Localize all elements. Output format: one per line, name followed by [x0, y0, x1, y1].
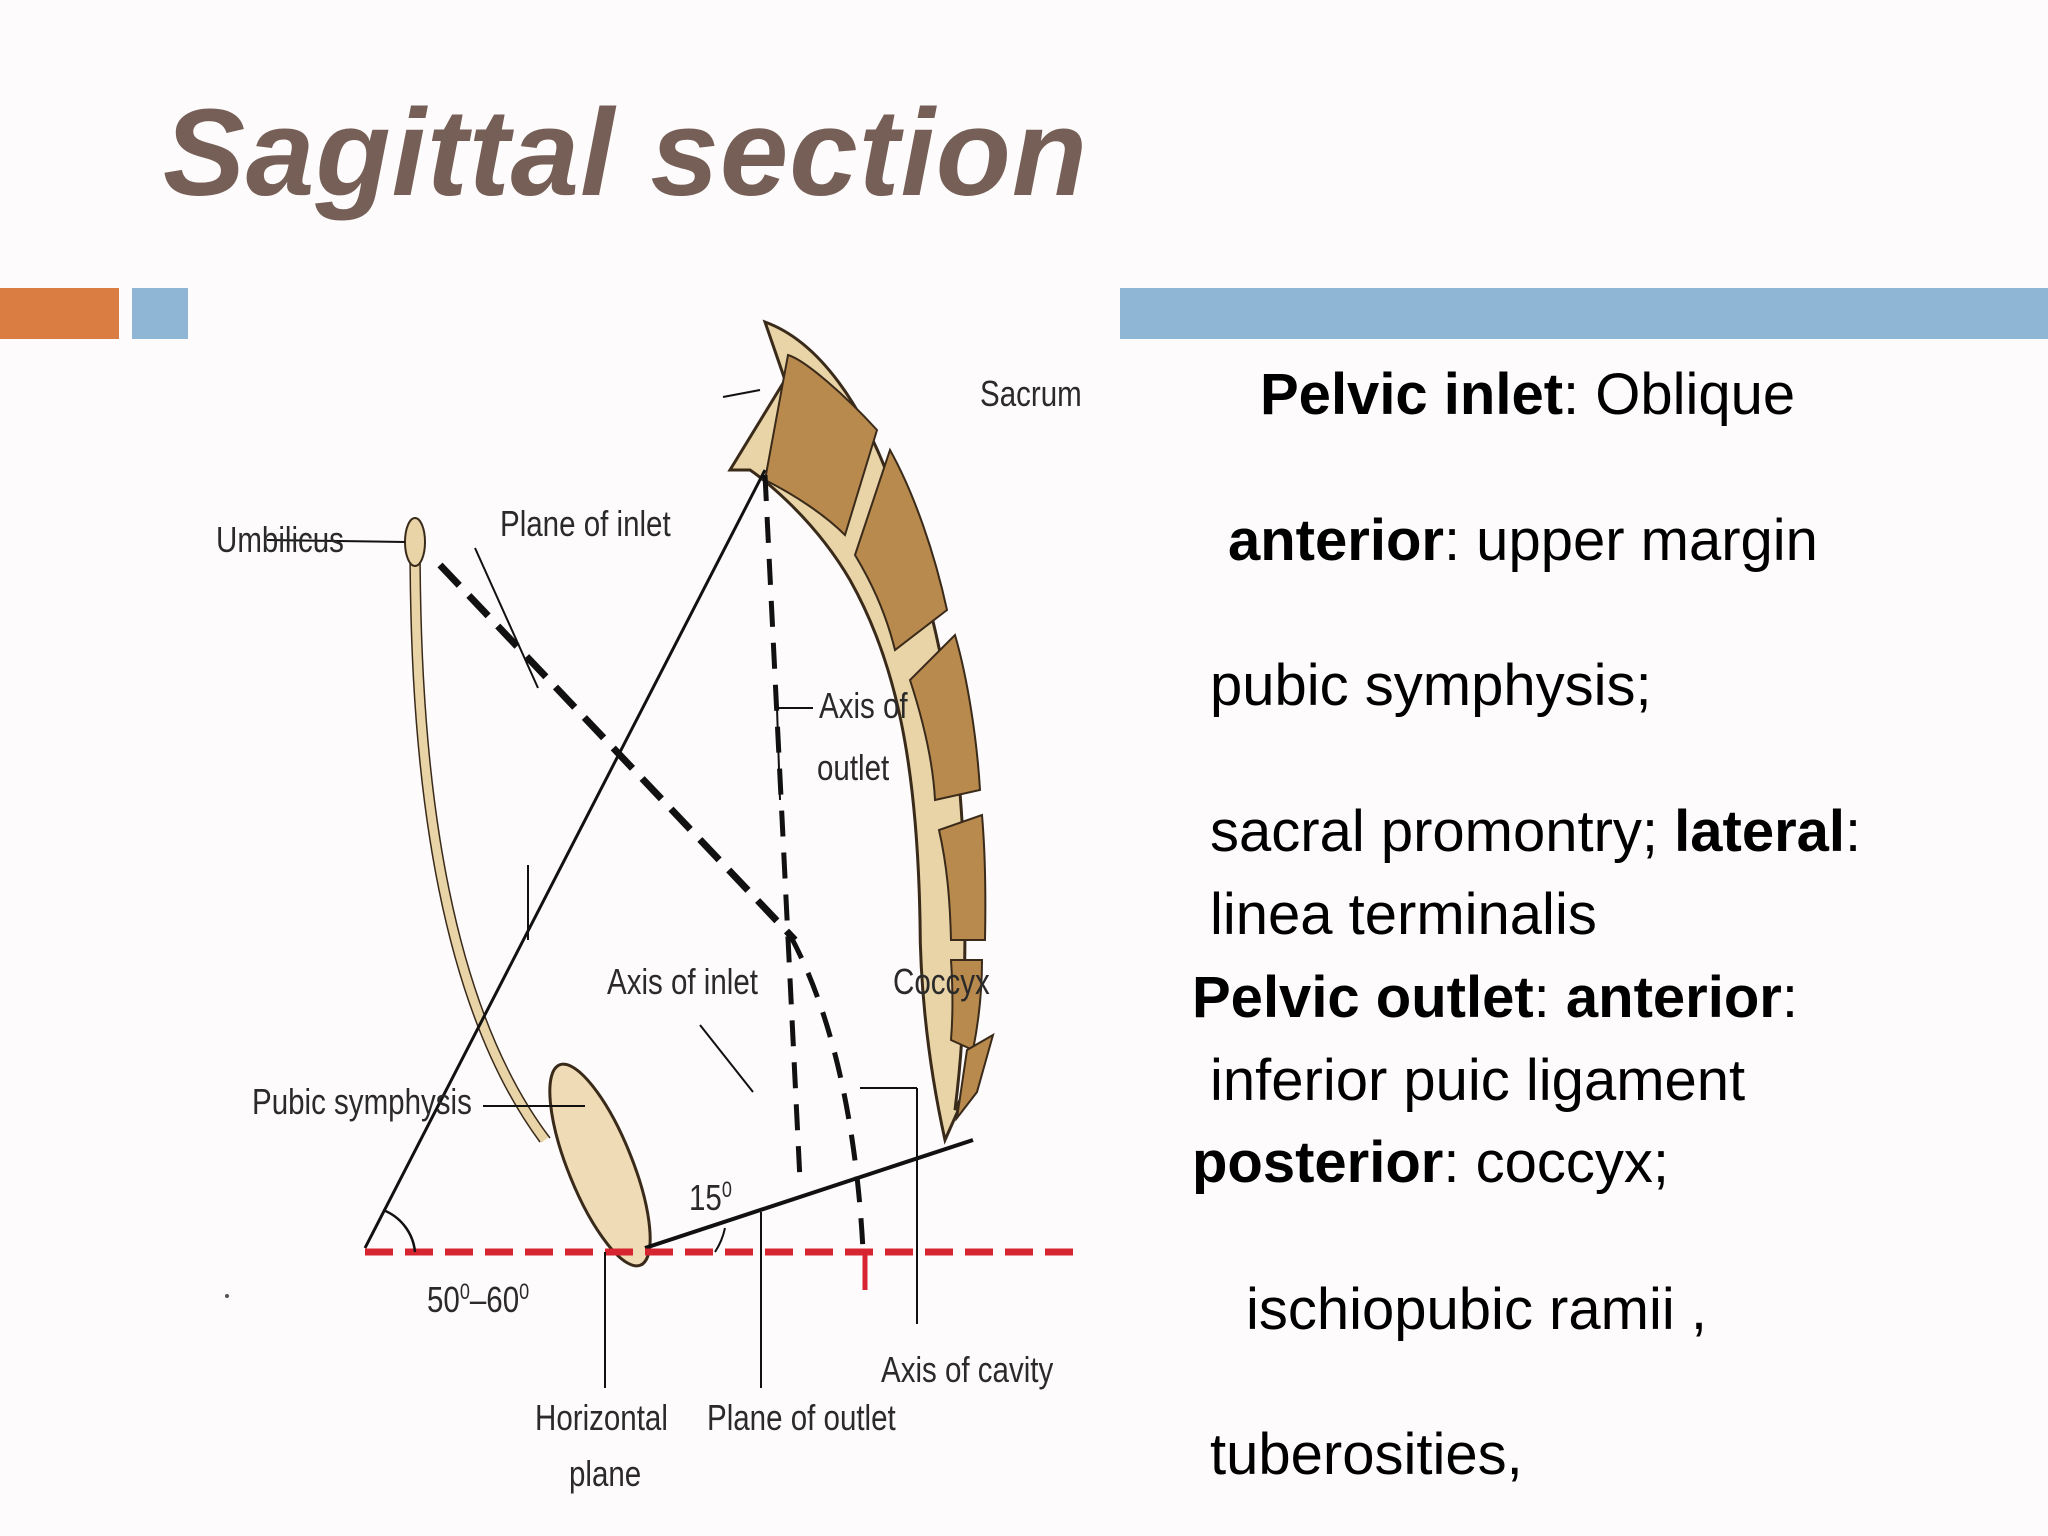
label-horizontal-plane-line1: Horizontal — [535, 1397, 668, 1438]
pubic-symphysis-shape — [548, 1062, 652, 1268]
diagram-drawing — [225, 319, 1075, 1388]
note-linea-terminalis: linea terminalis — [1210, 882, 1597, 947]
slide-title: Sagittal section — [163, 85, 1089, 222]
note-outlet-posterior: posterior: coccyx; — [1192, 1130, 1669, 1195]
label-axis-of-cavity: Axis of cavity — [881, 1349, 1054, 1390]
sacrum-segment-4 — [937, 813, 987, 941]
label-angle-15: 150 — [689, 1177, 732, 1218]
note-pelvic-outlet: Pelvic outlet: anterior: — [1192, 965, 1798, 1030]
note-tuberosities: tuberosities, — [1210, 1422, 1523, 1487]
sacrum-segment-5 — [949, 959, 984, 1052]
note-sacral-promontry: sacral promontry; lateral: — [1210, 799, 1862, 864]
sacrum-segment-2 — [853, 447, 949, 652]
label-axis-of-inlet: Axis of inlet — [607, 961, 758, 1002]
label-pubic-symphysis: Pubic symphysis — [252, 1081, 472, 1122]
sagittal-pelvis-diagram: Sacrum Umbilicus Plane of inlet Axis of … — [205, 280, 1115, 1536]
note-inlet-anterior: anterior: upper margin — [1228, 508, 1818, 573]
label-horizontal-plane-line2: plane — [569, 1453, 642, 1494]
note-pelvic-inlet: Pelvic inlet: Oblique — [1260, 362, 1796, 427]
axis-of-cavity-curve — [787, 933, 866, 1251]
note-inferior-pubic-ligament: inferior puic ligament — [1210, 1048, 1746, 1113]
sacrum-segment-3 — [908, 633, 982, 802]
label-axis-of-outlet-line2: outlet — [817, 747, 890, 788]
label-sacrum: Sacrum — [980, 373, 1082, 414]
accent-bar-orange — [0, 288, 119, 339]
label-angle-50-60: 500–600 — [427, 1279, 530, 1320]
accent-bar-blue-long — [1120, 288, 2048, 339]
label-umbilicus: Umbilicus — [216, 519, 344, 560]
note-pubic-symphysis: pubic symphysis; — [1210, 653, 1652, 718]
label-plane-of-inlet: Plane of inlet — [500, 503, 671, 544]
label-coccyx: Coccyx — [893, 961, 990, 1002]
umbilicus-shape — [404, 517, 426, 567]
note-ischiopubic-ramii: ischiopubic ramii , — [1246, 1277, 1707, 1342]
sacrum-segment-1 — [763, 353, 879, 537]
accent-bar-blue-small — [132, 288, 188, 339]
coccyx-segment — [955, 1032, 995, 1122]
label-plane-of-outlet: Plane of outlet — [707, 1397, 896, 1438]
label-axis-of-outlet-line1: Axis of — [819, 685, 908, 726]
abdominal-wall — [410, 537, 549, 1143]
